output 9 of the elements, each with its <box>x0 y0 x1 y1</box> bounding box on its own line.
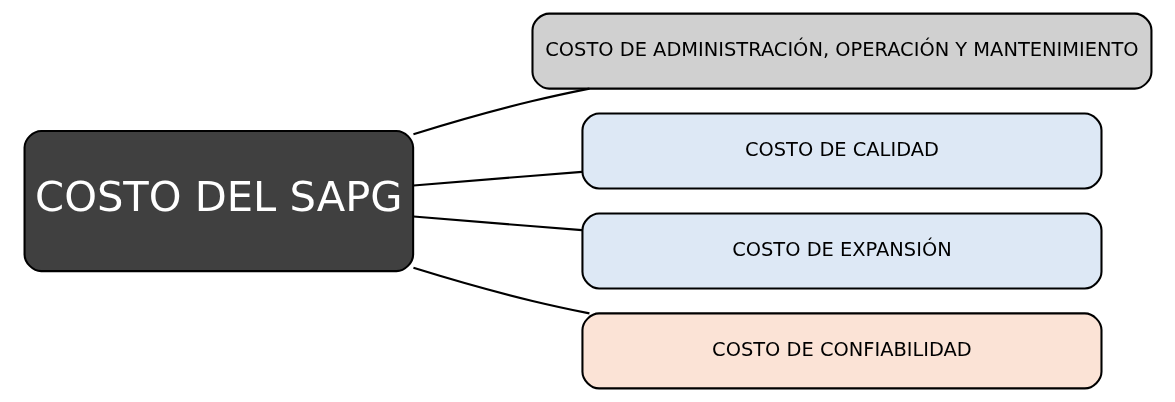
node-box: COSTO DE CONFIABILIDAD <box>580 312 1103 390</box>
connector <box>412 215 582 232</box>
node-box: COSTO DEL SAPG <box>23 129 414 273</box>
connector <box>412 170 582 187</box>
node-box: COSTO DE CALIDAD <box>580 112 1103 190</box>
connector <box>412 87 590 136</box>
connector <box>412 266 590 315</box>
node-box: COSTO DE EXPANSIÓN <box>580 212 1103 290</box>
node-box: COSTO DE ADMINISTRACIÓN, OPERACIÓN Y MANTENIMIENTO <box>530 12 1152 90</box>
